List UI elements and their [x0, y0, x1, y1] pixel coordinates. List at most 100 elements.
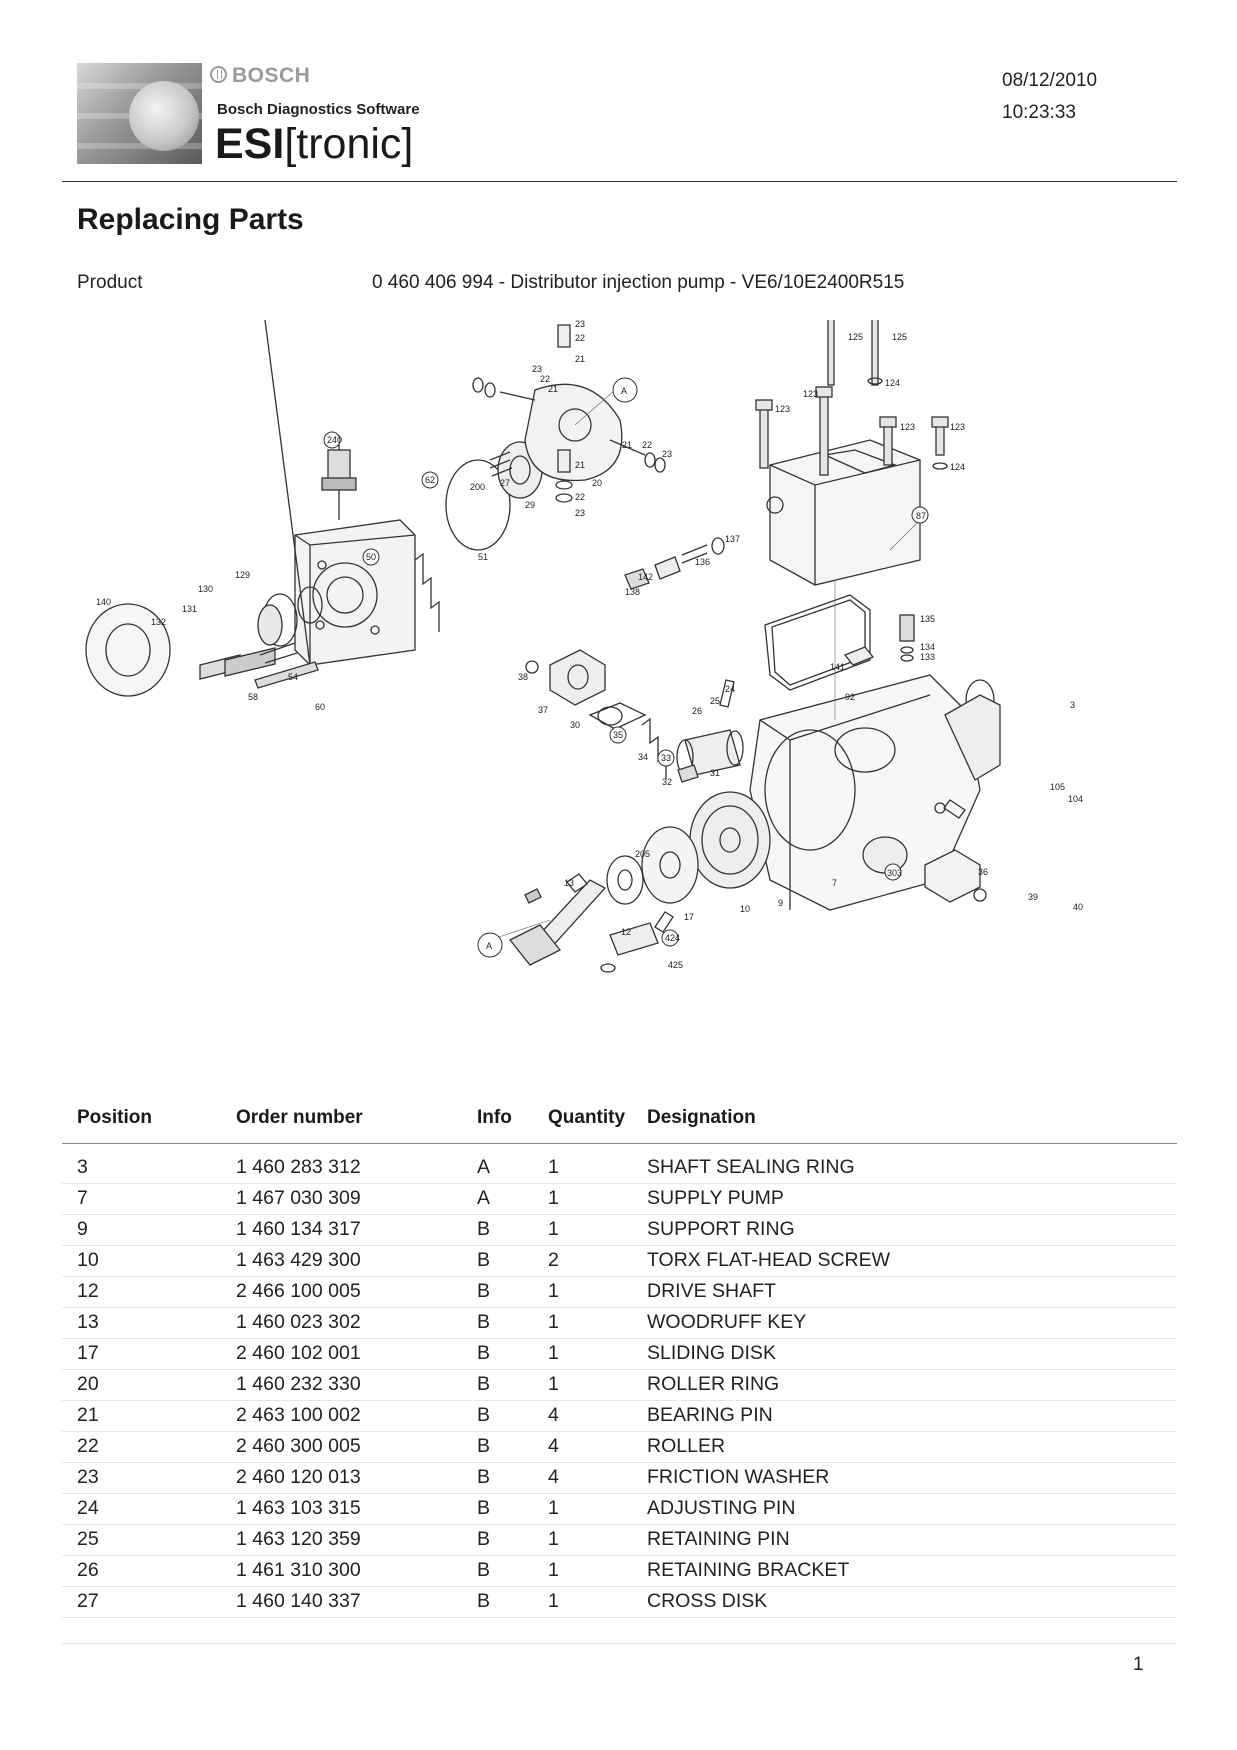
cell-position: 10: [77, 1249, 99, 1271]
diagram-label: 13: [564, 878, 574, 888]
logo-stripe: [77, 83, 202, 89]
diagram-label: 31: [710, 768, 720, 778]
cell-info: B: [477, 1590, 491, 1612]
diagram-label: 58: [248, 692, 258, 702]
diagram-label: 17: [684, 912, 694, 922]
table-header-divider: [62, 1143, 1177, 1144]
diagram-label: 23: [532, 364, 542, 374]
diagram-callout-label: 35: [613, 730, 623, 740]
cell-position: 9: [77, 1218, 88, 1240]
cell-order-number: 1 460 283 312: [236, 1156, 361, 1178]
diagram-label: 105: [1050, 782, 1065, 792]
software-name: Bosch Diagnostics Software: [217, 101, 420, 118]
diagram-label: 29: [525, 500, 535, 510]
cell-quantity: 1: [548, 1187, 559, 1209]
cell-quantity: 4: [548, 1466, 559, 1488]
diagram-label: 124: [885, 378, 900, 388]
cell-designation: CROSS DISK: [647, 1590, 768, 1612]
diagram-label: 129: [235, 570, 250, 580]
column-header-info: Info: [477, 1107, 512, 1128]
diagram-label: 23: [662, 449, 672, 459]
cell-info: B: [477, 1466, 491, 1488]
diagram-label: 125: [892, 332, 907, 342]
cell-quantity: 1: [548, 1373, 559, 1395]
diagram-label: 134: [920, 642, 935, 652]
cell-order-number: 1 467 030 309: [236, 1187, 361, 1209]
diagram-label: 23: [575, 320, 585, 329]
cell-designation: DRIVE SHAFT: [647, 1280, 776, 1302]
cell-order-number: 1 460 023 302: [236, 1311, 361, 1333]
diagram-callout-label: 424: [665, 933, 680, 943]
diagram-label: 32: [662, 777, 672, 787]
diagram-label: 123: [803, 389, 818, 399]
diagram-label: 200: [470, 482, 485, 492]
diagram-label: 138: [625, 587, 640, 597]
cell-position: 13: [77, 1311, 99, 1333]
column-header-position: Position: [77, 1107, 152, 1128]
diagram-label: 125: [848, 332, 863, 342]
cell-position: 24: [77, 1497, 99, 1519]
cell-order-number: 1 461 310 300: [236, 1559, 361, 1581]
cell-designation: SLIDING DISK: [647, 1342, 776, 1364]
diagram-label: 124: [950, 462, 965, 472]
diagram-label: 36: [978, 867, 988, 877]
diagram-callout-label: 303: [887, 868, 902, 878]
cell-quantity: 1: [548, 1342, 559, 1364]
diagram-label: 22: [540, 374, 550, 384]
diagram-label: 104: [1068, 794, 1083, 804]
bosch-logo-icon: [210, 66, 227, 83]
cell-quantity: 1: [548, 1156, 559, 1178]
logo-stripe: [77, 143, 202, 149]
cell-order-number: 1 463 120 359: [236, 1528, 361, 1550]
diagram-label: 130: [198, 584, 213, 594]
diagram-label: 123: [900, 422, 915, 432]
software-logo-image: [77, 63, 202, 164]
cell-quantity: 1: [548, 1311, 559, 1333]
diagram-label: 425: [668, 960, 683, 970]
diagram-label: 20: [592, 478, 602, 488]
cell-quantity: 4: [548, 1404, 559, 1426]
product-logo-rest: [tronic]: [284, 120, 414, 168]
column-header-order-number: Order number: [236, 1107, 363, 1128]
cell-order-number: 1 460 134 317: [236, 1218, 361, 1240]
diagram-label: 136: [695, 557, 710, 567]
cell-designation: ROLLER RING: [647, 1373, 780, 1395]
cell-position: 23: [77, 1466, 99, 1488]
product-logo: ESI[tronic]: [215, 121, 413, 167]
diagram-label: 22: [575, 333, 585, 343]
diagram-label: 54: [288, 672, 298, 682]
diagram-callout-label: A: [486, 941, 492, 951]
cell-info: B: [477, 1280, 491, 1302]
diagram-label: 27: [500, 478, 510, 488]
cell-order-number: 2 460 120 013: [236, 1466, 361, 1488]
cell-info: A: [477, 1156, 491, 1178]
cell-info: B: [477, 1373, 491, 1395]
diagram-label: 24: [725, 684, 735, 694]
diagram-label: 21: [575, 460, 585, 470]
diagram-label: 26: [692, 706, 702, 716]
cell-position: 21: [77, 1404, 99, 1426]
cell-position: 7: [77, 1187, 88, 1209]
diagram-label: 34: [638, 752, 648, 762]
cell-position: 17: [77, 1342, 99, 1364]
cell-order-number: 2 466 100 005: [236, 1280, 361, 1302]
cell-designation: BEARING PIN: [647, 1404, 773, 1426]
diagram-label: 205: [635, 849, 650, 859]
page-number: 1: [1133, 1654, 1144, 1675]
diagram-label: 92: [845, 692, 855, 702]
cell-info: B: [477, 1342, 491, 1364]
cell-quantity: 4: [548, 1435, 559, 1457]
diagram-label: 142: [638, 572, 653, 582]
cell-quantity: 1: [548, 1528, 559, 1550]
column-header-quantity: Quantity: [548, 1107, 626, 1128]
